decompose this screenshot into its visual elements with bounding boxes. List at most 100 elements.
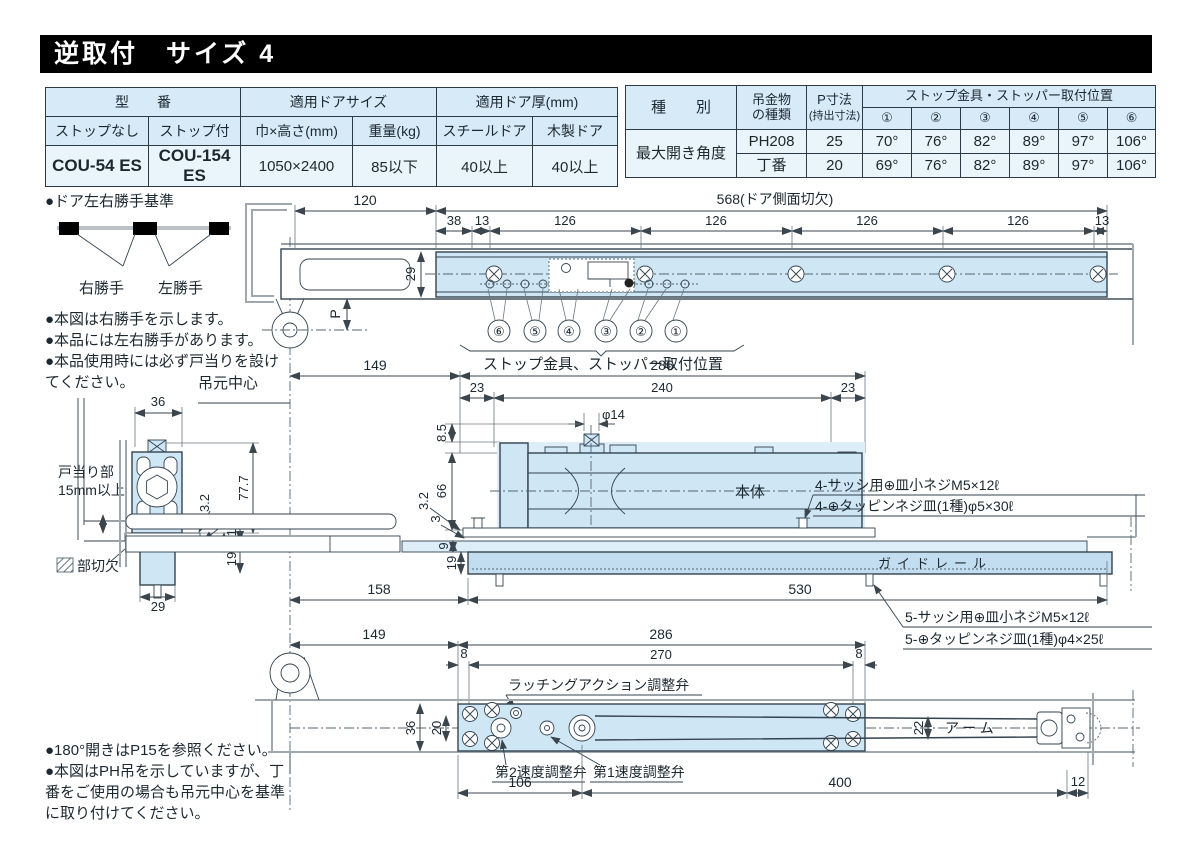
dim-286-arm: 286	[649, 626, 673, 642]
dim-120: 120	[353, 192, 377, 208]
dim-3-2-section: 3.2	[197, 494, 212, 512]
marker-1: ①	[670, 324, 682, 339]
dim-9-side: 9	[436, 542, 451, 549]
angle-header-p-dimension: P寸法(持出寸法)	[806, 85, 863, 130]
angle-p-ph208: 25	[806, 129, 863, 154]
folded-arm-bar-2	[125, 535, 401, 553]
valve-1-label: 第1速度調整弁	[593, 764, 685, 780]
stop-position-caption: ストップ金具、ストッパー取付位置	[483, 356, 723, 373]
angle-cell: 106°	[1106, 129, 1157, 154]
angle-cell: 70°	[862, 129, 912, 154]
dim-23-right: 23	[841, 380, 855, 395]
dim-P: P	[327, 309, 343, 318]
angle-cell: 97°	[1058, 129, 1108, 154]
hand-note-heading: ●ドア左右勝手基準	[45, 193, 175, 210]
spec-value-width-height: 1050×2400	[240, 145, 353, 187]
guide-rail	[467, 551, 1113, 575]
spec-subheader-no-stop: ストップなし	[45, 116, 149, 146]
latching-valve-label: ラッチングアクション調整弁	[508, 677, 689, 693]
angle-cell: 76°	[911, 129, 961, 154]
guide-track	[435, 251, 1108, 298]
hex-nut	[146, 474, 168, 500]
angle-col-5: ⑤	[1058, 107, 1108, 130]
spec-value-wood-door: 40以上	[532, 145, 618, 187]
angle-header-hardware: 吊金物の種類	[736, 85, 807, 130]
spec-subheader-width-height: 巾×高さ(mm)	[240, 116, 353, 146]
angle-col-4: ④	[1009, 107, 1059, 130]
guide-rail-label: ガイドレール	[878, 556, 992, 571]
door-cutout	[299, 258, 411, 291]
screw-4-tapping-label: 4-⊕タッピンネジ皿(1種)φ5×30ℓ	[815, 498, 1014, 514]
dim-12: 12	[1071, 774, 1085, 789]
arm-end-bracket	[1036, 693, 1102, 765]
hand-note-block: ●ドア左右勝手基準 右勝手 左勝手 ●本図は右勝手を示します。 ●本品には左右勝…	[45, 191, 283, 393]
door-frame-profile	[245, 203, 292, 303]
door-frame-right	[209, 222, 229, 235]
marker-4: ④	[563, 324, 575, 339]
arm-view: 149 286 8 270 8 ラッチングアクション調整弁	[255, 626, 1140, 799]
angle-cell: 106°	[1106, 153, 1157, 178]
dim-106: 106	[508, 774, 532, 790]
adjustment-valves	[490, 707, 596, 742]
page-title: 逆取付 サイズ 4	[40, 35, 1152, 73]
spec-value-model-no-stop: COU-54 ES	[45, 145, 149, 187]
dim-36-section: 36	[151, 394, 165, 409]
side-view: 149 286 23 240 23 φ14 8.5 66	[119, 357, 1152, 650]
dim-270: 270	[650, 647, 672, 662]
angle-cell: 69°	[862, 153, 912, 178]
angle-col-3: ③	[960, 107, 1010, 130]
marker-3: ③	[600, 324, 612, 339]
spec-subheader-steel-door: スチールドア	[436, 116, 533, 146]
hand-note-bullet-1: ●本図は右勝手を示します。	[45, 311, 233, 328]
dim-158: 158	[367, 581, 391, 597]
spec-subheader-weight: 重量(kg)	[352, 116, 437, 146]
door-top-edge-band	[401, 540, 1088, 553]
door-hand-diagram	[57, 222, 231, 267]
screw-callout-5: 5-サッシ用⊕皿小ネジM5×12ℓ 5-⊕タッピンネジ皿(1種)φ4×25ℓ	[873, 584, 1152, 650]
angle-hardware-ph208: PH208	[736, 129, 807, 154]
doorstop-label-1: 戸当り部	[58, 464, 114, 480]
angle-col-2: ②	[911, 107, 961, 130]
dim-126-4: 126	[1007, 213, 1029, 228]
spec-subheader-with-stop: ストップ付	[148, 116, 241, 146]
valve-labels: 第2速度調整弁 第1速度調整弁	[492, 736, 685, 783]
screw-5-tapping-label: 5-⊕タッピンネジ皿(1種)φ4×25ℓ	[905, 631, 1104, 647]
marker-5: ⑤	[529, 324, 541, 339]
dim-19-section: 19	[224, 552, 239, 566]
dim-3-2-side: 3.2	[416, 492, 431, 510]
hand-note-bullet-3: ●本品使用時には必ず戸当りを設けてください。	[45, 353, 280, 391]
spec-subheader-wood-door: 木製ドア	[532, 116, 618, 146]
dim-13-right: 13	[1095, 213, 1109, 228]
dim-20-arm: 20	[429, 721, 444, 735]
dim-29-track: 29	[403, 267, 418, 281]
body-left-tower	[499, 442, 529, 529]
position-markers: ⑥ ⑤ ④ ③ ② ① ストップ金具、ストッパー取付位置	[459, 288, 745, 373]
angle-p-hinge: 20	[806, 153, 863, 178]
spec-header-door-thickness: 適用ドア厚(mm)	[436, 87, 618, 117]
dim-77-7: 77.7	[236, 475, 251, 500]
folded-arm-bar-1	[125, 513, 397, 530]
hand-note-bullet-2: ●本品には左右勝手があります。	[45, 332, 263, 349]
dim-22: 22	[911, 721, 926, 735]
arm-bar	[594, 715, 1038, 741]
arm-plate-screws	[462, 702, 861, 751]
angle-cell: 76°	[911, 153, 961, 178]
dim-400: 400	[828, 774, 852, 790]
dim-126-3: 126	[856, 213, 878, 228]
technical-drawings: 120 568(ドア側面切欠) 38 13 126 126 126 126 13…	[56, 191, 1152, 810]
dim-530: 530	[788, 581, 812, 597]
dim-38: 38	[447, 213, 461, 228]
cross-section-view: 吊元中心 36 77.7 3.2 3	[56, 375, 290, 614]
spec-table: 型 番 適用ドアサイズ 適用ドア厚(mm) ストップなし ストップ付 巾×高さ(…	[45, 87, 618, 187]
dim-149-side: 149	[363, 357, 387, 373]
dim-126-1: 126	[554, 213, 576, 228]
bottom-note-block: ●180°開きはP15を参照ください。 ●本図はPH吊を示していますが、丁番をご…	[45, 740, 285, 824]
left-hand-door-swing	[154, 233, 212, 267]
door-edge-lines	[77, 398, 85, 540]
door-frame-left	[59, 222, 79, 235]
dim-29-section: 29	[151, 599, 165, 614]
screw-callout-4: 4-サッシ用⊕皿小ネジM5×12ℓ 4-⊕タッピンネジ皿(1種)φ5×30ℓ	[804, 477, 1145, 519]
valve-2-label: 第2速度調整弁	[495, 764, 587, 780]
angle-cell: 82°	[960, 153, 1010, 178]
bottom-note-2: ●本図はPH吊を示していますが、丁番をご使用の場合も吊元中心を基準に取り付けてく…	[45, 763, 286, 822]
